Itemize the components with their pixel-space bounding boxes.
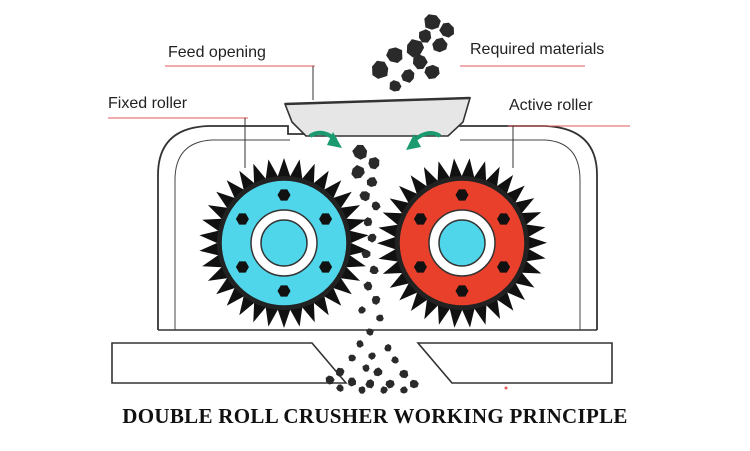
coal-lump-icon [383, 343, 393, 353]
coal-lump-icon [409, 379, 420, 389]
active-roller [377, 158, 547, 328]
coal-lump-icon [388, 79, 403, 93]
bolt-icon [497, 213, 511, 225]
coal-lump-icon [399, 369, 409, 379]
coal-lump-icon [357, 385, 367, 395]
bolt-icon [277, 189, 291, 201]
curved-arrow-icon [406, 134, 421, 150]
coal-lump-icon [335, 383, 346, 394]
coal-lump-icon [346, 376, 358, 388]
coal-lump-icon [355, 338, 365, 349]
coal-lump-icon [379, 385, 389, 396]
bolt-icon [235, 261, 249, 273]
required-materials-label: Required materials [470, 41, 605, 58]
bolt-icon [455, 189, 469, 201]
bolt-icon [277, 285, 291, 297]
marker-dot [504, 386, 508, 390]
feed-opening-label: Feed opening [168, 44, 266, 61]
coal-lump-icon [348, 354, 357, 362]
active-roller-label: Active roller [509, 97, 593, 114]
coal-lump-icon [390, 355, 401, 366]
bolt-icon [413, 213, 427, 225]
fixed-roller-label: Fixed roller [108, 95, 188, 112]
fixed-roller [199, 158, 369, 328]
coal-lump-icon [361, 363, 371, 374]
coal-lump-icon [385, 46, 404, 64]
bolt-icon [235, 213, 249, 225]
curved-arrow-icon [327, 132, 342, 148]
coal-lump-icon [424, 14, 441, 30]
coal-lump-icon [437, 20, 458, 41]
coal-lump-icon [398, 385, 409, 396]
bolt-icon [455, 285, 469, 297]
bolt-icon [413, 261, 427, 273]
axle-bore [438, 219, 486, 267]
axle-bore [260, 219, 308, 267]
bolt-icon [497, 261, 511, 273]
bolt-icon [319, 213, 333, 225]
coal-lump-icon [367, 350, 378, 361]
bolt-icon [319, 261, 333, 273]
coal-lump-icon [369, 58, 390, 80]
coal-lump-icon [399, 66, 417, 85]
coal-lump-icon [429, 35, 450, 56]
base-platform-right [416, 342, 613, 384]
coal-lump-icon [371, 366, 384, 379]
base-platform [111, 342, 348, 384]
coal-lump-icon [364, 378, 376, 390]
diagram-title: DOUBLE ROLL CRUSHER WORKING PRINCIPLE [122, 404, 628, 428]
